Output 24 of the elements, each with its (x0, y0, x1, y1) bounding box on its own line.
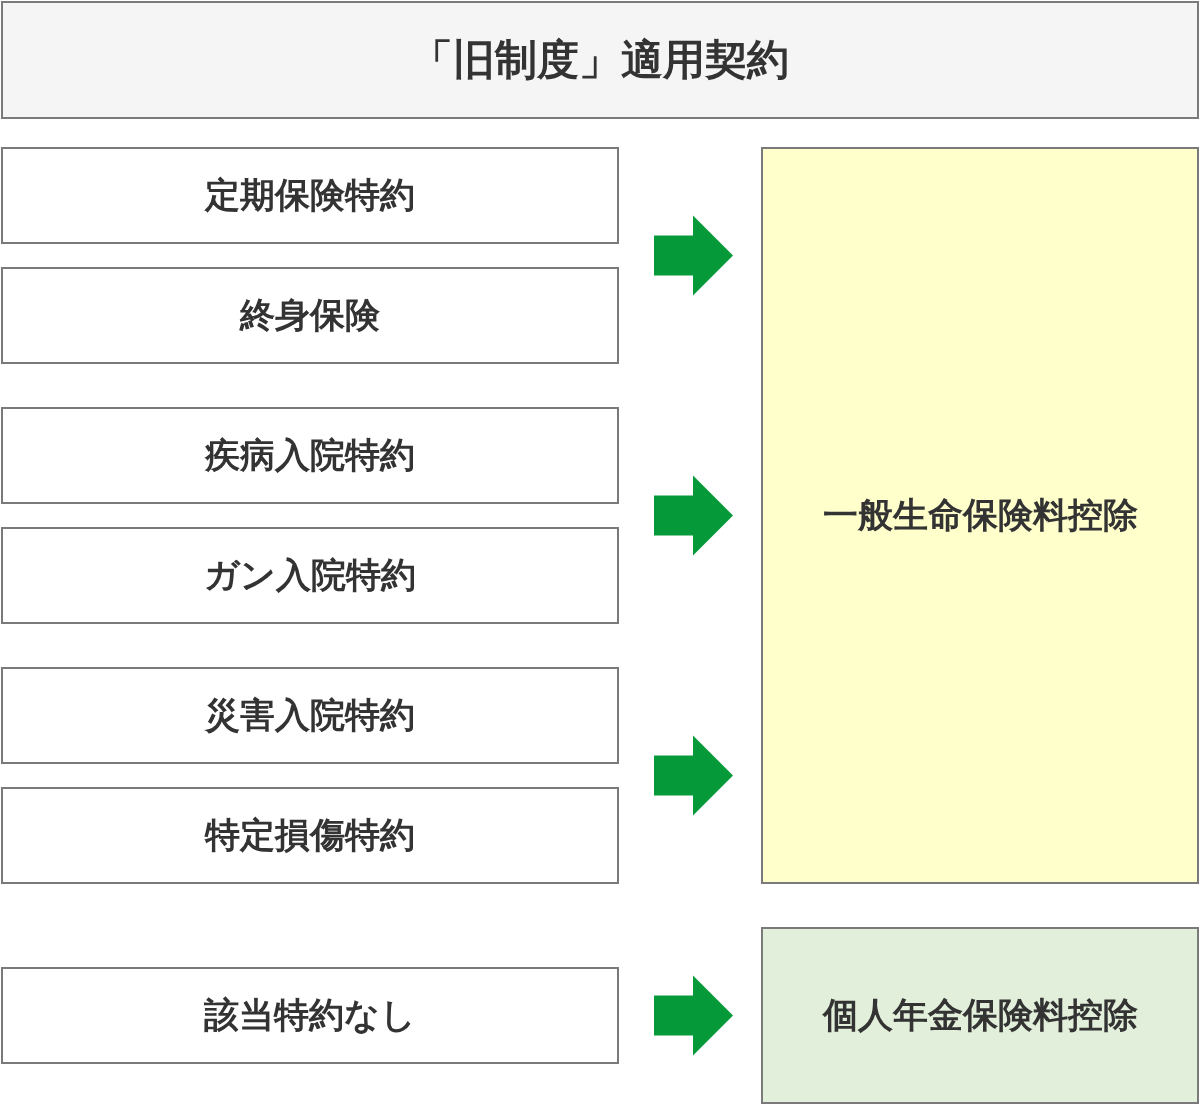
heading-band (1, 1, 1199, 119)
contract-box (1, 147, 619, 244)
deduction-box (761, 147, 1199, 884)
block-arrow (654, 735, 733, 816)
box-label: 該当特約なし (204, 994, 416, 1037)
contract-box (1, 667, 619, 764)
contract-box (1, 527, 619, 624)
block-arrow (654, 215, 733, 296)
deduction-box (761, 927, 1199, 1104)
box-label: 定期保険特約 (205, 174, 415, 217)
heading-text: 「旧制度」適用契約 (411, 34, 789, 86)
box-label: 災害入院特約 (205, 694, 415, 737)
contract-box (1, 967, 619, 1064)
box-label: 疾病入院特約 (205, 434, 415, 477)
box-label: 特定損傷特約 (205, 814, 415, 857)
box-label: 終身保険 (240, 294, 380, 337)
contract-box (1, 267, 619, 364)
block-arrow (654, 975, 733, 1056)
block-arrow (654, 475, 733, 556)
box-label: ガン入院特約 (204, 554, 416, 597)
contract-box (1, 787, 619, 884)
box-label: 個人年金保険料控除 (822, 994, 1138, 1037)
contract-box (1, 407, 619, 504)
box-label: 一般生命保険料控除 (822, 494, 1138, 537)
